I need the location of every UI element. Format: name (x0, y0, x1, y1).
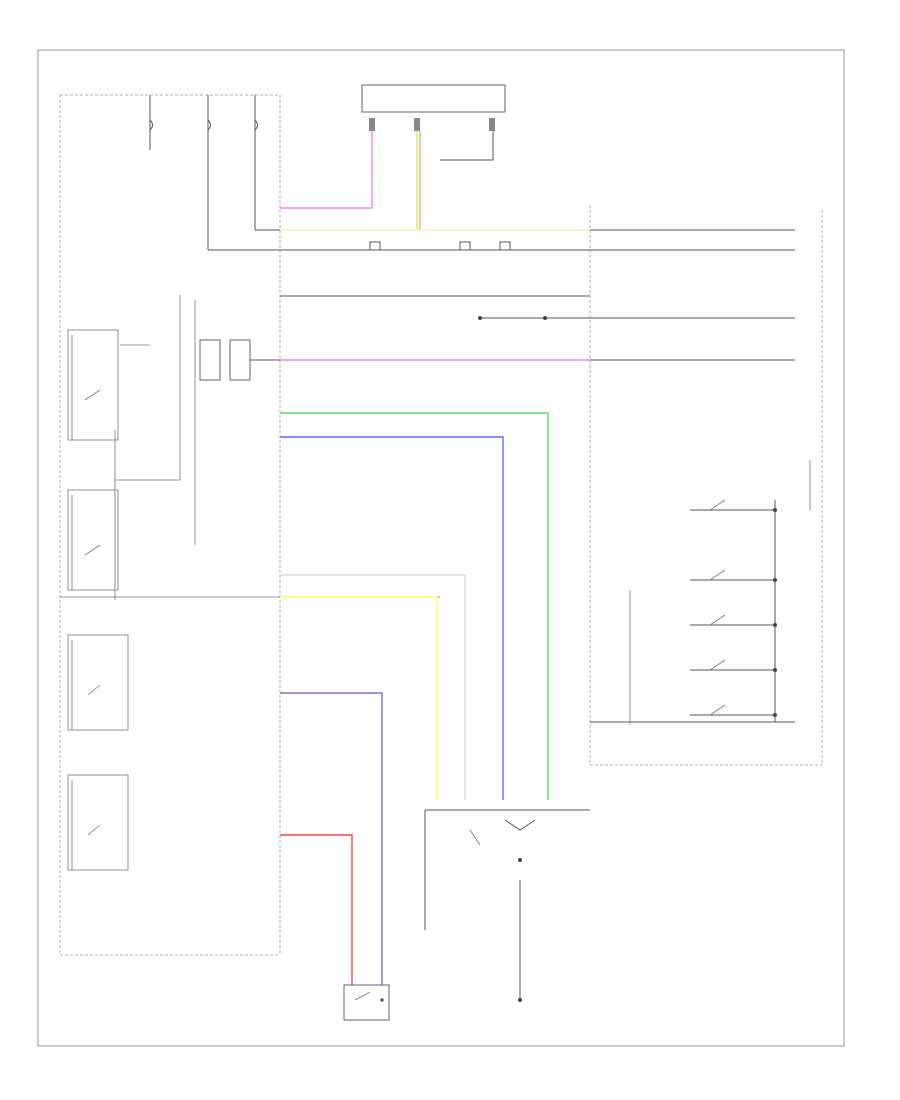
bus-wires (208, 229, 795, 361)
wire-green (280, 412, 549, 800)
wire-light-grey (280, 574, 466, 800)
top-module-pin-3 (489, 118, 495, 131)
top-module-pin-1 (369, 118, 375, 131)
wire-blue (280, 436, 504, 800)
ignition-switch-box (343, 984, 390, 1021)
ignition-switch (343, 984, 390, 1021)
top-module-pin-2 (414, 118, 420, 131)
wire-yellow (280, 596, 438, 800)
fuse-block (60, 94, 280, 250)
wire-pink-top (280, 131, 373, 209)
wire-red (280, 834, 353, 985)
left-module (59, 95, 440, 956)
top-module-box (361, 84, 506, 113)
top-module (361, 84, 506, 131)
wire-purple (280, 692, 383, 985)
right-module (589, 205, 823, 766)
diagram-frame (37, 49, 845, 1047)
colored-wires (280, 131, 590, 985)
lower-switch (424, 809, 590, 1002)
